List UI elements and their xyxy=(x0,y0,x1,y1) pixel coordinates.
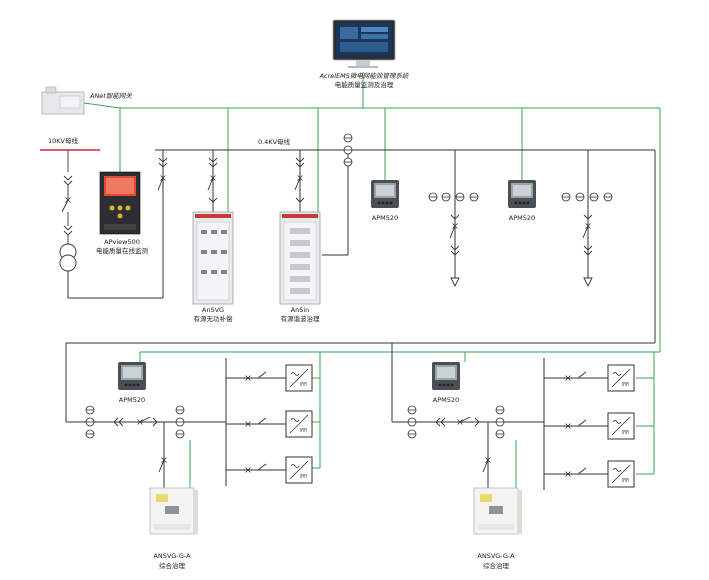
inverter-icon xyxy=(285,410,313,438)
inverter-icon xyxy=(285,456,313,484)
apm520-meter-icon xyxy=(118,362,146,390)
monitor-icon xyxy=(332,19,396,68)
ansvg-cabinet-details xyxy=(201,230,227,274)
anapf-model: AnSin xyxy=(290,306,310,314)
ansvg-ga-model: ANSVG-G-A xyxy=(153,552,191,560)
apm520-label: APM520 xyxy=(371,214,399,222)
inverter-icon xyxy=(285,364,313,392)
ansvg-ga-device xyxy=(149,487,199,535)
inverter-icon xyxy=(607,364,635,392)
inverter-icon xyxy=(607,412,635,440)
comm-network xyxy=(119,72,661,520)
ansvg-cabinet xyxy=(192,211,234,305)
ansvg-ga-desc: 综合治理 xyxy=(483,562,509,570)
gateway-label: ANet智能网关 xyxy=(90,92,132,100)
feeder-switches xyxy=(157,157,593,288)
apview-model: APview500 xyxy=(104,238,140,246)
transformer-icon xyxy=(59,243,77,272)
system-subtitle: 电能质量监测及治理 xyxy=(334,81,394,89)
hv-feeder xyxy=(61,150,73,244)
anapf-cabinet-details xyxy=(290,228,310,294)
apm520-meter-icon xyxy=(508,180,536,208)
apm520-meter-icon xyxy=(432,362,460,390)
system-title: AcrelEMS微电网能效管理系统 xyxy=(319,72,409,80)
power-network xyxy=(65,149,656,520)
inverter-icon xyxy=(607,460,635,488)
gateway-icon xyxy=(41,86,121,115)
apview-desc: 电能质量在线监测 xyxy=(96,247,148,255)
ansvg-ga-desc: 综合治理 xyxy=(159,562,185,570)
apm520-label: APM520 xyxy=(432,396,460,404)
anapf-desc: 有源谐波治理 xyxy=(280,315,320,323)
ansvg-ga-model: ANSVG-G-A xyxy=(477,552,515,560)
ansvg-ga-device xyxy=(473,487,523,535)
apm520-label: APM520 xyxy=(118,396,146,404)
hv-bus-label: 10KV母线 xyxy=(48,137,78,145)
apm520-meter-icon xyxy=(371,180,399,208)
ansvg-model: AnSVG xyxy=(201,306,225,314)
lower-switches xyxy=(113,371,587,477)
apm520-label: APM520 xyxy=(508,214,536,222)
ansvg-desc: 有源无功补偿 xyxy=(193,315,233,323)
lv-bus-label: 0.4KV母线 xyxy=(258,138,291,146)
apview500-device xyxy=(99,171,141,235)
